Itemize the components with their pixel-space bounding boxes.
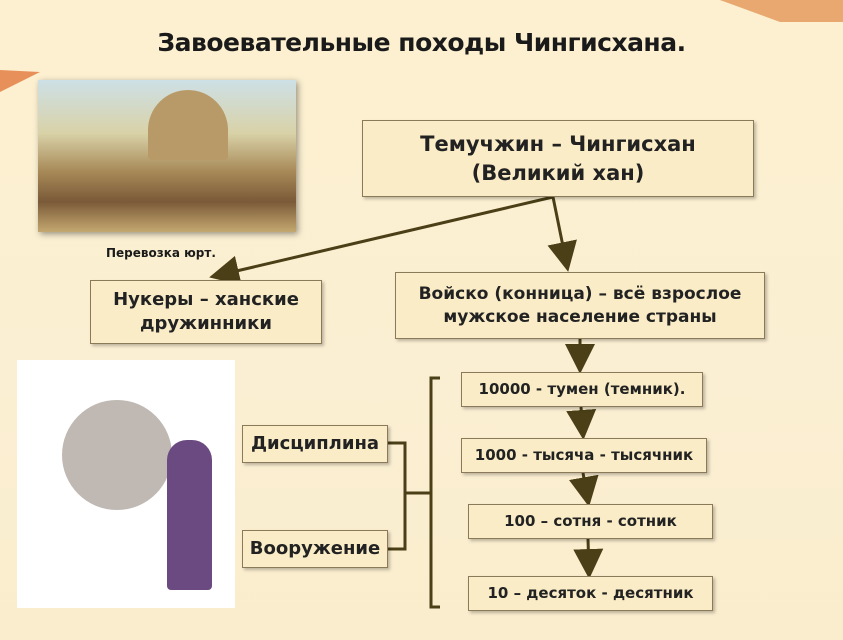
army-line1: Войско (конница) – всё взрослое	[418, 283, 742, 304]
nukers-box: Нукеры – ханские дружинники	[90, 280, 322, 344]
top-band-right	[720, 0, 843, 22]
nukers-line2: дружинники	[140, 313, 272, 334]
warriors-image	[17, 360, 235, 608]
arrow-to-1000	[566, 406, 597, 440]
image-caption: Перевозка юрт.	[106, 246, 216, 260]
nukers-line1: Нукеры – ханские	[113, 288, 299, 310]
factor-discipline: Дисциплина	[242, 425, 388, 463]
leader-line1: Темучжин – Чингисхан	[420, 132, 696, 157]
page-title: Завоевательные походы Чингисхана.	[157, 28, 686, 57]
arrow-to-10	[573, 538, 604, 579]
rank-100: 100 – сотня - сотник	[468, 504, 713, 539]
rank-10000: 10000 - тумен (темник).	[461, 372, 703, 407]
factor-weapons: Вооружение	[242, 530, 388, 568]
arrow-to-army	[547, 196, 577, 272]
leader-line2: (Великий хан)	[471, 160, 645, 185]
top-band	[0, 0, 843, 20]
leader-box: Темучжин – Чингисхан (Великий хан)	[362, 120, 754, 197]
connectors	[209, 195, 604, 609]
arrow-to-100	[569, 472, 599, 507]
army-box: Войско (конница) – всё взрослое мужское …	[395, 272, 765, 339]
corner-accent	[0, 70, 40, 92]
rank-1000: 1000 - тысяча - тысячник	[461, 438, 707, 473]
arrow-to-nukers	[209, 195, 554, 286]
yurt-transport-image	[38, 80, 296, 232]
rank-10: 10 – десяток - десятник	[468, 576, 713, 611]
bracket	[388, 376, 440, 609]
army-line2: мужское население страны	[443, 306, 717, 327]
